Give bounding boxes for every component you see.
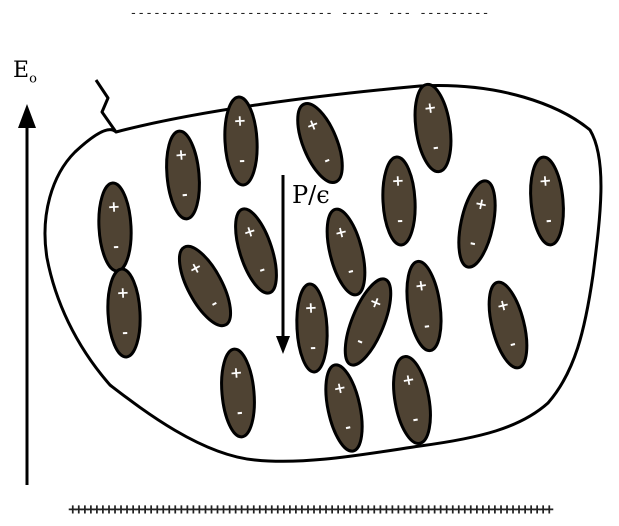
dipole: +- — [169, 239, 240, 333]
dipole: +- — [218, 348, 258, 438]
dipole: +- — [227, 204, 285, 298]
dipole-positive-sign: + — [174, 145, 188, 164]
dipole-body — [289, 98, 352, 189]
dipole-body — [169, 239, 240, 333]
dipole-body — [227, 204, 285, 298]
dipole-positive-sign: + — [304, 298, 318, 317]
dipole-negative-sign: - — [239, 153, 246, 169]
field-subscript: o — [29, 71, 37, 86]
dipole-body — [319, 362, 369, 455]
dipole-negative-sign: - — [113, 239, 120, 255]
dipole: +- — [295, 283, 330, 372]
dipole-body — [218, 348, 258, 438]
dipole-body — [452, 178, 502, 271]
dipole: +- — [106, 268, 143, 358]
dipole-negative-sign: - — [310, 340, 317, 356]
dipole-body — [410, 82, 456, 174]
dipole-positive-sign: + — [391, 171, 405, 190]
dipole: +- — [381, 156, 418, 246]
dipole: +- — [402, 259, 446, 353]
dipole-body — [320, 205, 372, 298]
dipole-positive-sign: + — [423, 98, 438, 118]
dipole-positive-sign: + — [107, 197, 121, 216]
dipole-negative-sign: - — [397, 213, 404, 229]
dipole: +- — [452, 178, 502, 271]
dipole: +- — [388, 354, 437, 447]
dipole: +- — [482, 278, 534, 371]
dipole-body — [402, 259, 446, 353]
field-symbol: E — [13, 58, 29, 83]
dipole-body — [223, 96, 260, 186]
dipole-body — [381, 156, 418, 246]
dipole-body — [388, 354, 437, 447]
dipole-body — [106, 268, 143, 358]
dipole-positive-sign: + — [538, 171, 552, 190]
dipole: +- — [319, 362, 369, 455]
dipole-body — [97, 182, 134, 272]
dipole-positive-sign: + — [229, 363, 243, 382]
dipole-positive-sign: + — [116, 283, 130, 302]
dipole: +- — [97, 182, 134, 272]
external-field-arrow — [18, 104, 36, 485]
dipole-body — [163, 130, 203, 220]
dipole: +- — [410, 82, 456, 174]
dipoles-group: +-+-+-+-+-+-+-+-+-+-+-+-+-+-+-+-+-+-+- — [97, 82, 567, 454]
dipole-body — [527, 156, 567, 246]
polarization-arrow — [276, 175, 290, 354]
dipole-positive-sign: + — [414, 276, 429, 296]
dipole: +- — [289, 98, 352, 189]
polarization-label: P/ϵ — [292, 181, 330, 209]
positive-plate-charges: ++++++++++++++++++++++++++++++++++++++++… — [0, 500, 619, 518]
dipole: +- — [223, 96, 260, 186]
dipole-body — [482, 278, 534, 371]
external-field-label: Eo — [13, 58, 37, 86]
dipole-body — [295, 283, 330, 372]
dipole: +- — [320, 205, 372, 298]
dipole: +- — [527, 156, 567, 246]
dipole: +- — [163, 130, 203, 220]
dipole-negative-sign: - — [122, 325, 129, 341]
dipole-positive-sign: + — [233, 111, 247, 130]
